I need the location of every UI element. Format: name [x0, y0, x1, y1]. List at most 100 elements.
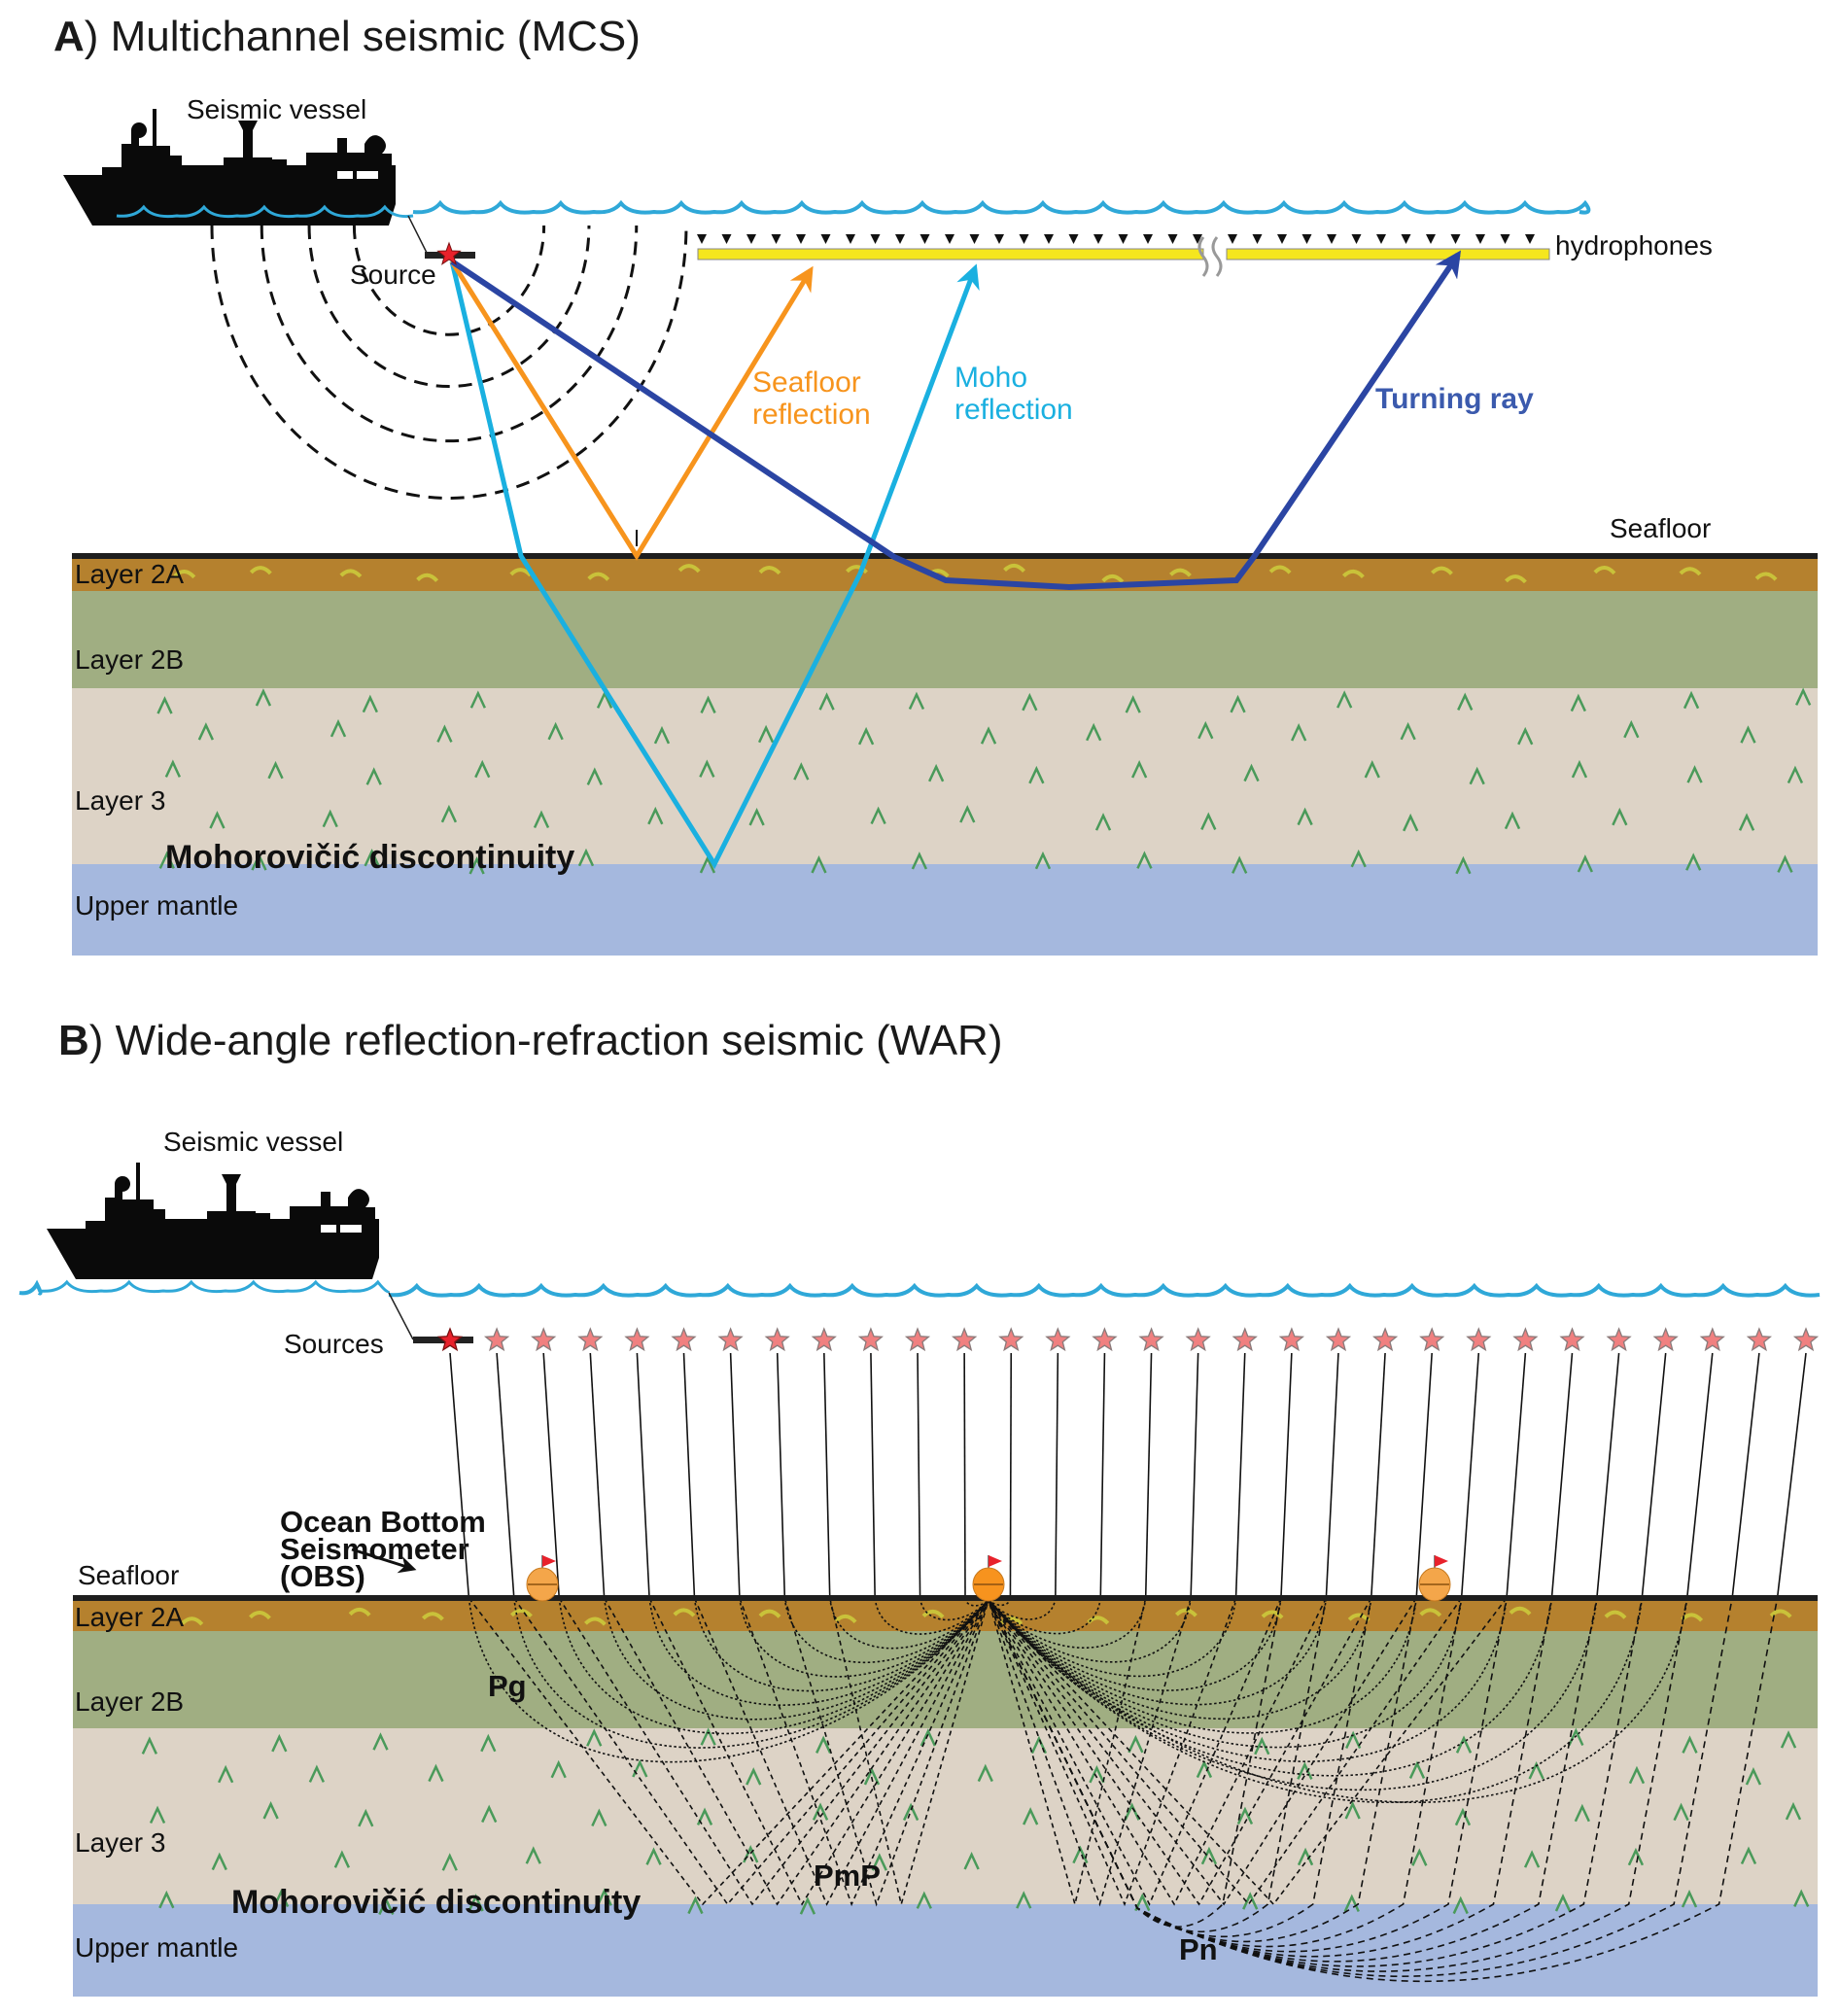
basalt-mark: [1431, 566, 1453, 575]
gabbro-mark: [1785, 1801, 1802, 1821]
source-star-icon: [1559, 1327, 1585, 1352]
gabbro-mark: [1232, 855, 1248, 874]
seafloor-reflection-ray: [449, 260, 814, 561]
shot-ray: [1415, 1352, 1433, 1599]
wavefront-arc: [352, 225, 546, 336]
panel-b: B) Wide-angle reflection-refraction seis…: [18, 1017, 1821, 1997]
hydrophone-icon: [697, 234, 707, 244]
gabbro-mark: [1455, 1735, 1473, 1754]
seafloor-reflection-label-1: Seafloor: [752, 366, 861, 399]
pmp-ray: [468, 1597, 989, 1906]
gabbro-mark: [1345, 1730, 1362, 1750]
pg-ray: [988, 1597, 1102, 1635]
shot-ray: [542, 1352, 561, 1599]
sources-label: Sources: [284, 1329, 384, 1359]
gabbro-mark: [1504, 811, 1521, 830]
gabbro-mark: [481, 1804, 498, 1824]
gabbro-mark: [378, 1896, 395, 1915]
shot-ray: [1280, 1352, 1293, 1599]
gabbro-mark: [1230, 694, 1246, 713]
hydrophone-icon: [746, 234, 756, 244]
shot-ray: [963, 1352, 966, 1599]
pmp-ray: [558, 1597, 989, 1906]
basalt-mark: [1169, 568, 1192, 577]
pg-ray: [988, 1597, 1282, 1691]
basalt-mark: [846, 565, 868, 574]
gabbro-mark: [1577, 854, 1593, 873]
pn-ray: [988, 1597, 1463, 1948]
source-star-icon: [1232, 1327, 1258, 1352]
pg-ray: [513, 1597, 989, 1749]
gabbro-mark: [1574, 1803, 1590, 1823]
source-star-icon: [1419, 1327, 1445, 1352]
gabbro-mark: [1400, 721, 1416, 741]
gabbro-mark: [436, 724, 453, 743]
pg-ray: [828, 1597, 989, 1650]
gabbro-mark: [262, 1801, 279, 1820]
upper-mantle-band-b: [73, 1904, 1818, 1997]
wavefront-arc: [210, 225, 688, 501]
gabbro-mark: [1570, 693, 1586, 713]
pmp-ray: [513, 1597, 989, 1906]
hydrophone-icon: [1450, 234, 1461, 244]
source-star-icon: [717, 1327, 744, 1352]
pmp-ray: [988, 1597, 1328, 1906]
layer-2b-band: [72, 591, 1818, 688]
pg-ray: [988, 1597, 1508, 1762]
hydrophone-icon: [721, 234, 732, 244]
panel-b-title: B) Wide-angle reflection-refraction seis…: [58, 1017, 1003, 1064]
gabbro-mark: [428, 1763, 444, 1783]
gabbro-mark: [586, 767, 603, 785]
gabbro-mark: [1571, 759, 1588, 779]
pn-ray: [988, 1597, 1282, 1928]
basalt-mark: [173, 569, 196, 579]
obs-receiver: [1418, 1555, 1451, 1602]
pg-ray: [988, 1597, 1598, 1791]
gabbro-mark: [815, 1735, 832, 1754]
gabbro-mark: [1793, 1889, 1810, 1907]
gabbro-mark: [818, 692, 835, 711]
gabbro-mark: [928, 763, 945, 782]
gabbro-mark: [1452, 1895, 1469, 1915]
layer-2b-band-b: [73, 1631, 1818, 1728]
gabbro-mark: [871, 1853, 887, 1871]
basalt-mark: [181, 1616, 204, 1626]
obs-receiver: [526, 1555, 559, 1602]
gabbro-mark: [440, 804, 458, 823]
gabbro-mark: [1454, 1807, 1472, 1826]
hydrophone-icon: [1118, 234, 1128, 244]
basalt-mark: [1268, 565, 1292, 574]
shot-ray: [1144, 1352, 1153, 1599]
streamer: [697, 234, 1550, 277]
gabbro-mark: [959, 805, 976, 823]
gabbro-mark: [963, 1852, 980, 1870]
gabbro-mark: [1745, 1767, 1762, 1786]
gabbro-mark: [273, 1889, 290, 1908]
basalt-mark: [587, 572, 610, 581]
hydrophone-icon: [1525, 234, 1535, 244]
gabbro-mark: [1023, 1807, 1039, 1825]
pmp-phase-label: PmP: [814, 1859, 881, 1893]
gabbro-mark: [793, 762, 810, 781]
pg-ray: [919, 1597, 989, 1621]
gabbro-mark: [1627, 1847, 1645, 1866]
basalt-mark: [1504, 574, 1527, 584]
gabbro-mark: [1297, 807, 1313, 826]
layer-2b-label-b: Layer 2B: [75, 1686, 184, 1717]
moho-reflection-ray: [449, 261, 980, 870]
pg-ray: [988, 1597, 1372, 1720]
pg-ray: [988, 1597, 1192, 1663]
gabbro-mark: [870, 806, 886, 825]
gabbro-mark: [700, 695, 716, 713]
source-star-icon: [1466, 1327, 1492, 1352]
shot-ray: [589, 1352, 606, 1599]
gabbro-mark: [799, 1896, 816, 1915]
gabbro-mark: [1738, 813, 1755, 831]
gabbro-mark: [645, 1847, 662, 1865]
hydrophone-icon: [1167, 234, 1178, 244]
gabbro-mark: [1034, 851, 1052, 870]
shot-ray: [1325, 1352, 1339, 1599]
gabbro-mark: [1623, 719, 1640, 739]
layer-stack-b: [73, 1601, 1818, 1997]
gabbro-mark: [1196, 1759, 1213, 1779]
